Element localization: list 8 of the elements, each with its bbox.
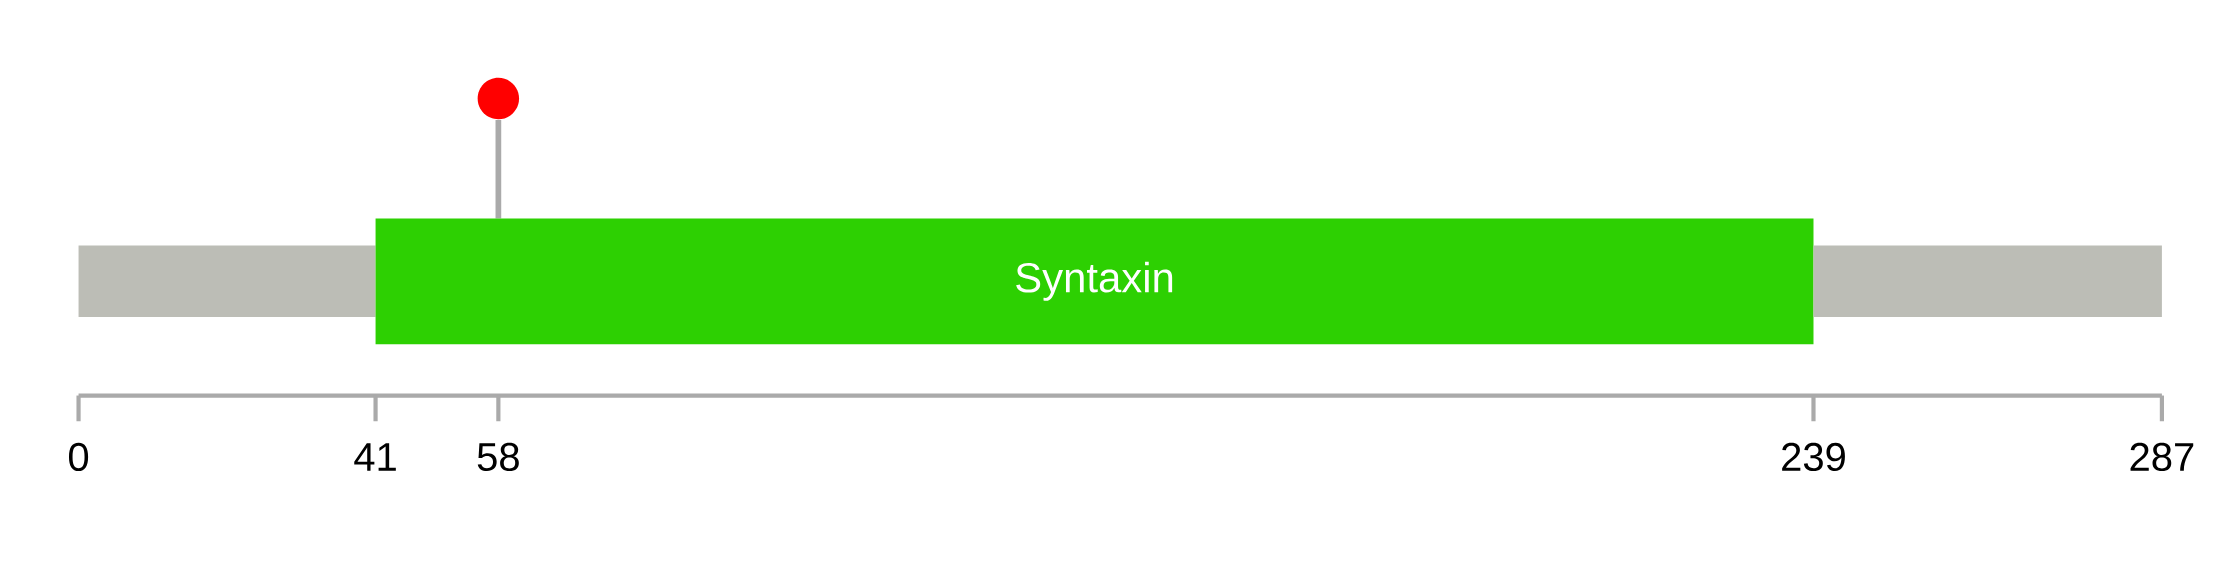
tick-label: 287: [2130, 442, 2194, 471]
tick-label: 0: [69, 442, 89, 471]
tick-label: 41: [354, 443, 396, 471]
tick-label: 239: [1782, 442, 1845, 471]
protein-backbone: [1813, 245, 2162, 317]
tick-label: 58: [477, 442, 519, 471]
protein-backbone: [78, 245, 376, 317]
domain-box: Syntaxin: [375, 218, 1814, 344]
